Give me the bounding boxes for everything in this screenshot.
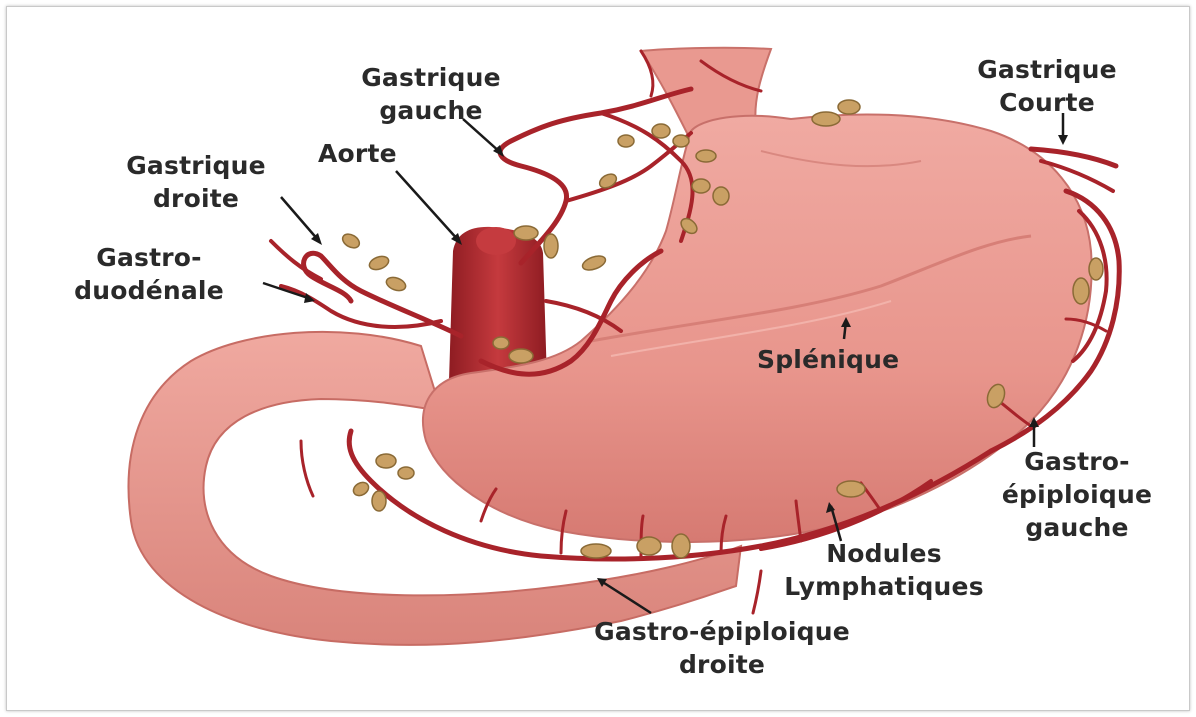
label-gastro-epiploique-droite: Gastro-épiploique droite: [567, 615, 877, 681]
label-gastrique-courte: Gastrique Courte: [957, 53, 1137, 119]
label-gastro-duodenale: Gastro- duodénale: [49, 241, 249, 307]
label-splenique: Splénique: [757, 343, 899, 376]
label-gastrique-gauche: Gastrique gauche: [341, 61, 521, 127]
label-aorte: Aorte: [318, 137, 397, 170]
label-nodules-lymphatiques: Nodules Lymphatiques: [759, 537, 1009, 603]
label-gastrique-droite: Gastrique droite: [106, 149, 286, 215]
label-gastro-epiploique-gauche: Gastro- épiploique gauche: [987, 445, 1167, 544]
diagram-frame: Gastrique gauche Aorte Gastrique droite …: [6, 6, 1190, 711]
